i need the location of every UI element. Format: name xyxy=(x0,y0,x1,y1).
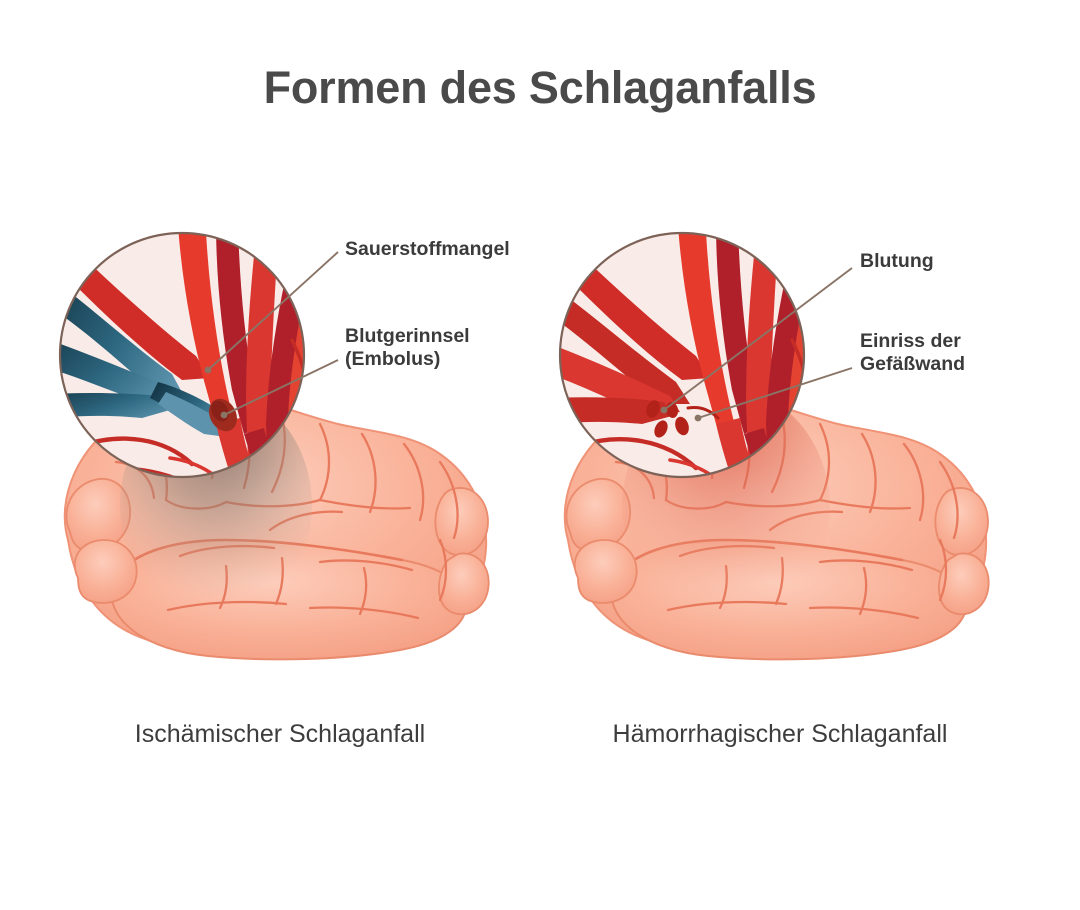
magnifier-border xyxy=(558,231,806,479)
hemorrhagic-figure xyxy=(558,231,990,661)
leader-dots xyxy=(660,406,702,422)
caption-ischemic-stroke: Ischämischer Schlaganfall xyxy=(134,720,426,748)
panel-ischemic-stroke: Sauerstoffmangel Blutgerinnsel (Embolus)… xyxy=(20,210,540,790)
page-title: Formen des Schlaganfalls xyxy=(263,62,817,113)
panel-hemorrhagic-stroke: Blutung Einriss der Gefäßwand Hämorrhagi… xyxy=(520,210,1040,790)
gyrus-bump-3 xyxy=(934,487,989,557)
hemorrhagic-magnifier xyxy=(558,231,806,479)
vessel-rupture-tear xyxy=(686,406,720,420)
ischemic-figure xyxy=(58,231,490,661)
gyrus-bump-3 xyxy=(434,487,489,557)
leader-dot-oxygen-deficiency xyxy=(204,366,212,374)
ischemic-magnifier xyxy=(58,231,306,479)
gyrus-bump-2 xyxy=(573,539,638,604)
leader-lines xyxy=(207,251,339,416)
label-oxygen-deficiency: Sauerstoffmangel xyxy=(345,238,510,260)
gyrus-bump-4 xyxy=(938,552,990,616)
leader-line-bleeding xyxy=(663,267,853,411)
leader-dot-vessel-wall-rupture xyxy=(694,414,702,422)
leader-line-blood-clot xyxy=(223,359,339,416)
gyrus-bump-4 xyxy=(438,552,490,616)
leader-dot-blood-clot xyxy=(220,411,228,419)
leader-lines xyxy=(663,267,853,419)
caption-hemorrhagic-stroke: Hämorrhagischer Schlaganfall xyxy=(612,720,948,748)
leader-line-vessel-wall-rupture xyxy=(697,367,853,419)
blood-droplet-1 xyxy=(646,400,660,418)
label-bleeding: Blutung xyxy=(860,250,934,272)
leader-dot-bleeding xyxy=(660,406,668,414)
blood-droplet-4 xyxy=(675,416,689,436)
leader-dots xyxy=(204,366,228,419)
leader-line-oxygen-deficiency xyxy=(207,251,339,371)
magnifier-border xyxy=(58,231,306,479)
blood-droplets xyxy=(646,400,689,438)
gyrus-bump-2 xyxy=(73,539,138,604)
label-vessel-wall-rupture: Einriss der Gefäßwand xyxy=(860,330,966,375)
blood-droplet-3 xyxy=(654,420,668,438)
label-blood-clot: Blutgerinnsel (Embolus) xyxy=(345,325,470,370)
